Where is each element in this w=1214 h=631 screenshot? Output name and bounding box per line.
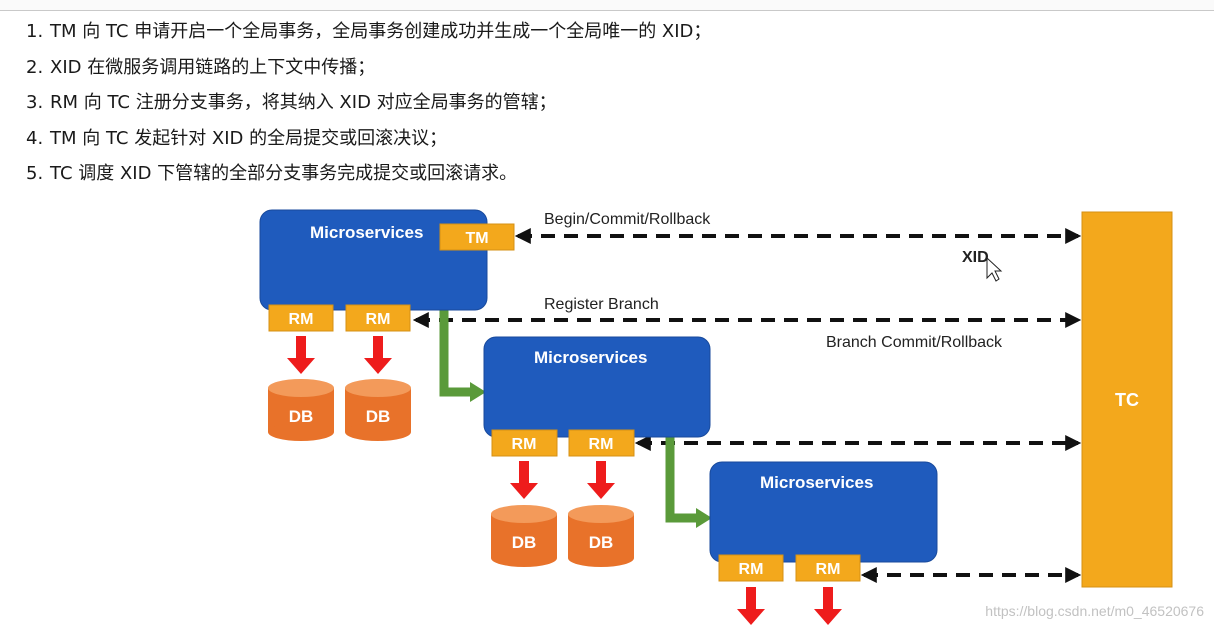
db-cylinder [491,505,557,567]
red-arrow-head [737,609,765,625]
red-arrow-shaft [746,587,756,611]
tm-box [439,223,515,251]
rm-box [345,304,411,332]
red-arrow-shaft [519,461,529,485]
tm-label: TM [465,230,488,247]
db-label: DB [589,533,614,552]
db-label: DB [289,407,314,426]
green-flow-arrowhead-1 [470,382,486,402]
rm-box [718,554,784,582]
red-arrow-shaft [823,587,833,611]
red-arrow-head [364,358,392,374]
red-arrow-head [587,483,615,499]
microservice-label-3: Microservices [760,473,873,492]
green-flow-arrowhead-2 [696,508,712,528]
watermark: https://blog.csdn.net/m0_46520676 [985,603,1204,619]
rm-box [795,554,861,582]
db-cylinder [345,379,411,441]
rm-box [491,429,558,457]
tc-box [1081,211,1173,588]
db-cylinder [268,379,334,441]
branch-commit-label: Branch Commit/Rollback [826,334,1003,351]
microservice-label-1: Microservices [310,223,423,242]
step-item: 2.XID 在微服务调用链路的上下文中传播； [26,56,376,78]
begin-commit-label: Begin/Commit/Rollback [544,211,711,228]
step-item: 3.RM 向 TC 注册分支事务，将其纳入 XID 对应全局事务的管辖； [26,92,557,113]
db-label: DB [512,533,537,552]
green-flow-arrow-2 [665,430,698,523]
step-item: 5.TC 调度 XID 下管辖的全部分支事务完成提交或回滚请求。 [26,163,518,184]
green-flow-arrow-1 [439,306,472,397]
red-arrow-head [287,358,315,374]
step-item: 1.TM 向 TC 申请开启一个全局事务，全局事务创建成功并生成一个全局唯一的 … [26,21,712,42]
db-label: DB [366,407,391,426]
rm-box [568,429,635,457]
red-arrow-shaft [296,336,306,360]
rm-label: RM [512,436,537,453]
rm-label: RM [366,311,391,328]
top-toolbar-edge [0,0,1214,11]
red-arrow-shaft [373,336,383,360]
rm-label: RM [589,436,614,453]
mouse-cursor-icon [986,256,1003,282]
rm-label: RM [739,561,764,578]
red-arrow-head [814,609,842,625]
register-branch-label: Register Branch [544,296,659,313]
microservice-label-2: Microservices [534,348,647,367]
xid-label: XID [962,249,989,266]
rm-box [268,304,334,332]
tc-label: TC [1115,390,1139,410]
step-item: 4.TM 向 TC 发起针对 XID 的全局提交或回滚决议； [26,127,448,149]
red-arrow-head [510,483,538,499]
red-arrow-shaft [596,461,606,485]
rm-label: RM [816,561,841,578]
db-cylinder [568,505,634,567]
step-list: 1.TM 向 TC 申请开启一个全局事务，全局事务创建成功并生成一个全局唯一的 … [26,14,711,192]
rm-label: RM [289,311,314,328]
